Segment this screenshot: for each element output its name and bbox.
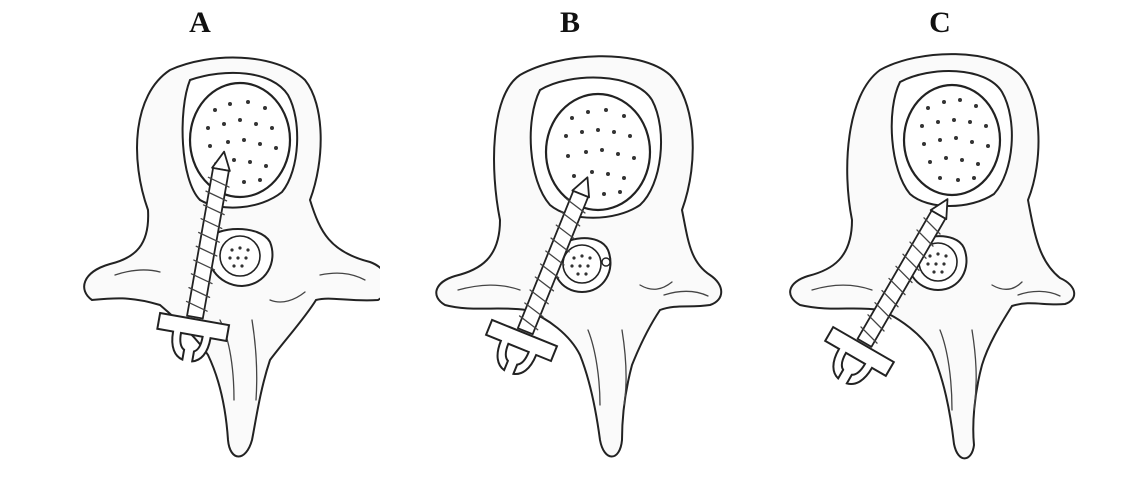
panel-c: C xyxy=(760,0,1120,481)
vertebral-body xyxy=(904,85,1000,195)
vertebra-drawing-c xyxy=(760,0,1120,481)
panel-a: A xyxy=(20,0,380,481)
vertebral-body xyxy=(546,94,650,210)
vertebra-drawing-a xyxy=(20,0,380,481)
panel-b: B xyxy=(390,0,750,481)
vertebra-drawing-b xyxy=(390,0,750,481)
vertebral-body xyxy=(190,83,290,197)
